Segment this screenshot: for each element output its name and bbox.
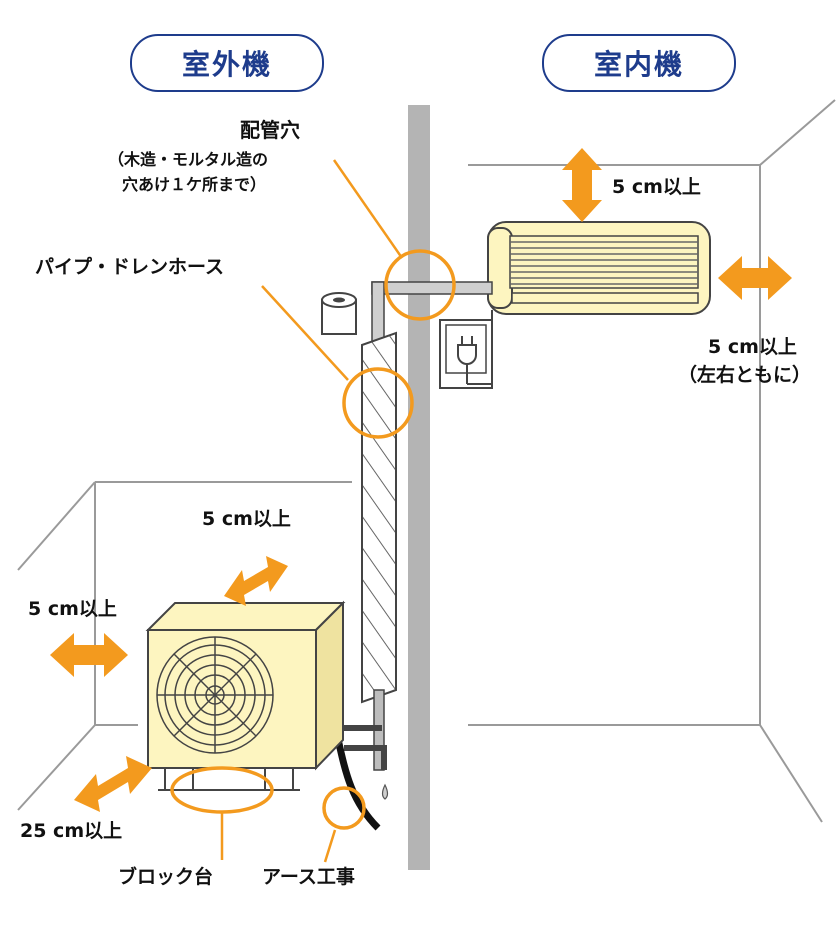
- fan-icon: [156, 636, 274, 754]
- double-arrow-icon: [50, 148, 792, 812]
- outdoor-front-clearance-label: 25 cm以上: [20, 820, 123, 842]
- indoor-side-clearance-label: 5 cm以上: [708, 336, 797, 358]
- outdoor-unit-header: 室外機: [130, 34, 324, 92]
- outdoor-unit: [145, 600, 346, 791]
- wall-pipe: [371, 281, 493, 343]
- indoor-room-lines: [468, 99, 836, 823]
- ground-highlight: [322, 786, 366, 830]
- ground-work-label: アース工事: [262, 866, 355, 888]
- piping-hole-highlight: [384, 249, 456, 321]
- power-plug-icon: [439, 310, 493, 389]
- indoor-unit: [487, 221, 711, 315]
- wall: [408, 105, 430, 870]
- indoor-unit-header: 室内機: [542, 34, 736, 92]
- outdoor-area-lines: [17, 481, 352, 811]
- outdoor-top-clearance-label: 5 cm以上: [202, 508, 291, 530]
- pipe-duct-cover: [361, 331, 397, 704]
- block-base-label: ブロック台: [118, 866, 214, 888]
- piping-hole-note-line2: 穴あけ１ケ所まで）: [122, 175, 267, 194]
- indoor-side-note: （左右ともに）: [678, 364, 812, 386]
- duct-highlight: [342, 367, 414, 439]
- indoor-top-clearance-label: 5 cm以上: [612, 176, 701, 198]
- outdoor-side-clearance-label: 5 cm以上: [28, 598, 117, 620]
- leader-lines: [220, 159, 404, 863]
- piping-hole-note-line1: （木造・モルタル造の: [108, 150, 269, 169]
- piping-hole-title: 配管穴: [240, 118, 300, 142]
- tape-roll-icon: [321, 292, 357, 335]
- pipe-drain-hose-label: パイプ・ドレンホース: [35, 256, 225, 278]
- highlight-circles: [170, 249, 456, 830]
- block-base-highlight: [170, 766, 274, 814]
